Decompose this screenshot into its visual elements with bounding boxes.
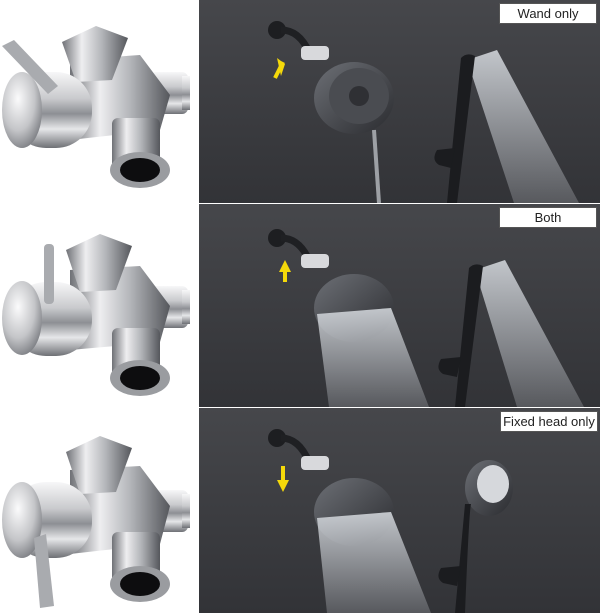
mode-label: Fixed head only	[500, 411, 598, 432]
mode-row-wand-only: Wand only	[0, 0, 600, 203]
mode-row-fixed-head-only: Fixed head only	[0, 408, 600, 613]
mode-row-both: Both	[0, 204, 600, 407]
shower-scene	[268, 429, 513, 613]
diverter-valve-illustration	[2, 436, 190, 608]
shower-photo: Fixed head only	[199, 408, 600, 613]
mode-label: Wand only	[499, 3, 597, 24]
diverter-valve-illustration	[2, 234, 190, 396]
shower-scene	[268, 229, 584, 407]
shower-photo: Wand only	[199, 0, 600, 203]
diverter-valve-image	[0, 0, 197, 203]
diverter-valve-illustration	[2, 26, 190, 188]
shower-scene	[268, 21, 579, 203]
mode-label: Both	[499, 207, 597, 228]
shower-photo: Both	[199, 204, 600, 407]
diverter-valve-image	[0, 408, 197, 613]
diverter-valve-image	[0, 204, 197, 407]
